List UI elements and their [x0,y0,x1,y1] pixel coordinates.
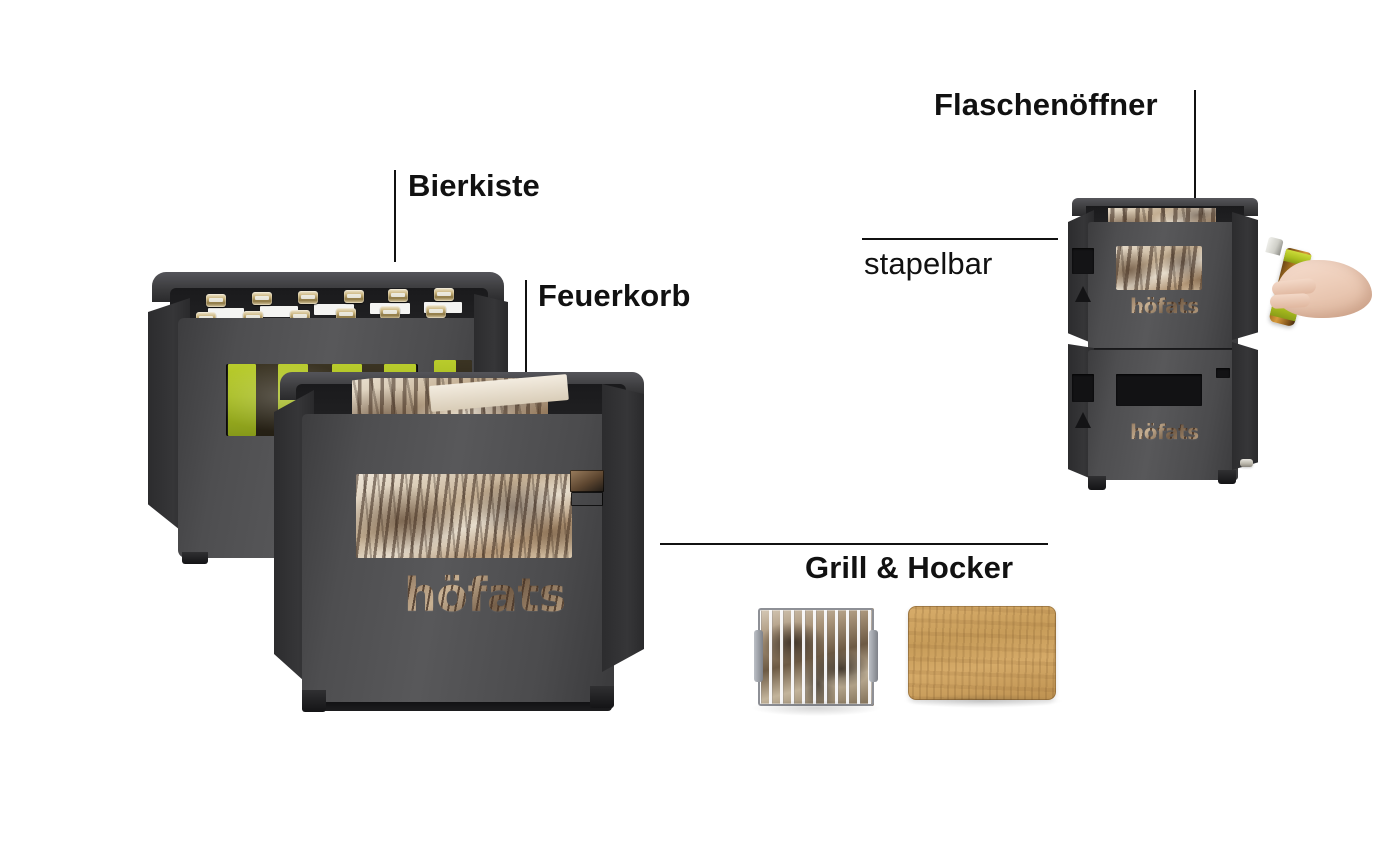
grill-handle-right [869,630,878,682]
basket-base-shadow [306,702,612,711]
basket-front-face [302,414,614,704]
grill-frame [758,608,874,706]
bottle-glass [256,364,278,436]
callout-label-stapelbar: stapelbar [864,246,993,281]
bottle-cap [252,292,272,305]
stacked-bottom-side-vent [1072,374,1094,402]
bottle-cap [298,291,318,304]
leader-line-feuerkorb [525,280,527,372]
accessory-wood-seat [908,606,1056,700]
seat-shadow [904,694,1062,708]
crate-foot [182,552,208,564]
basket-handle-notch [570,470,604,492]
basket-front-window [356,474,572,558]
bottle-divider-strip [208,308,244,319]
stacked-top-side-vent [1072,248,1094,274]
basket-handle-slot [571,492,603,506]
bottle-cap [380,306,400,319]
callout-label-feuerkorb: Feuerkorb [538,278,691,313]
bottle-cap [344,290,364,303]
callout-label-flaschenoeffner: Flaschenöffner [934,87,1158,122]
basket-foot [302,690,326,712]
stacked-bottom-triangle-vent [1075,412,1091,428]
brand-logo-hofats-top: höfats [1130,294,1199,318]
leader-line-stapelbar [862,238,1058,240]
accessory-grill-grate [754,608,878,706]
leader-line-bierkiste [394,170,396,262]
grill-handle-left [754,630,763,682]
brand-logo-hofats-bottom: höfats [1130,420,1199,444]
stacked-foot [1218,470,1236,484]
grill-shadow [752,700,880,716]
stacked-bottom-window [1116,374,1202,406]
stacked-foot [1088,476,1106,490]
grill-bars [758,608,874,706]
bottle-divider-strip [314,304,354,315]
basket-foot [590,686,614,708]
callout-label-bierkiste: Bierkiste [408,168,540,203]
bottle-cap [206,294,226,307]
bottle-cap [388,289,408,302]
basket-right-side [602,384,644,672]
leader-line-grill-hocker [660,543,1048,545]
beer-bottle-neck [1265,236,1284,256]
stacked-bottom-front [1088,350,1238,480]
callout-label-grill-hocker: Grill & Hocker [805,550,1014,585]
hand-with-bottle [1248,236,1388,334]
stacked-bottom-small-slot [1216,368,1230,378]
product-fire-basket: höfats [274,372,648,722]
bottle-cap [426,305,446,318]
bottle-label [228,364,256,436]
product-stacked-boxes: höfats höfats [1068,198,1264,490]
stacked-top-triangle-vent [1075,286,1091,302]
finger [1269,292,1311,310]
stacked-bottom-right-side [1232,342,1258,470]
leader-line-flaschenoeffner [1194,90,1196,198]
stacked-top-right-side [1232,212,1258,340]
bottle-cap [434,288,454,301]
brand-logo-hofats: höfats [404,568,566,622]
stacked-top-window [1116,246,1202,290]
bottle-divider-strip [260,306,298,317]
fallen-bottle-cap [1240,459,1253,467]
bottle-cap [336,308,356,321]
